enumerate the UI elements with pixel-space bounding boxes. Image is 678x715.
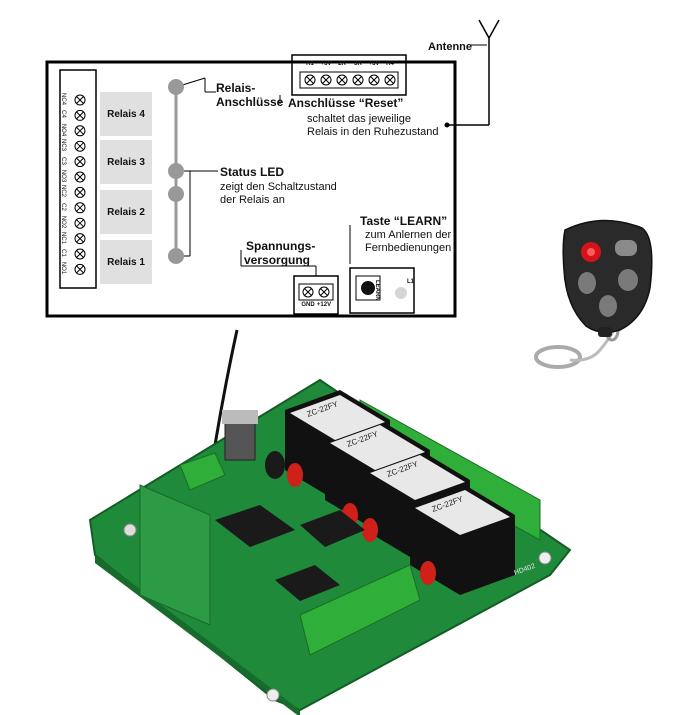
power-label-2: versorgung <box>244 253 311 267</box>
learn-title: Taste “LEARN” <box>360 214 448 228</box>
remote-button-bottom-icon <box>599 295 617 317</box>
relay-4-box: Relais 4 <box>100 92 152 136</box>
reset-desc-line-1: schaltet das jeweilige <box>307 113 411 125</box>
reset-pin-label: +5V <box>368 61 380 67</box>
reset-pin-label: R1 <box>306 61 314 67</box>
status-led-desc-1: zeigt den Schaltzustand <box>220 181 337 193</box>
relay-terminal-label: NO3 <box>60 169 66 183</box>
learn-switch-box <box>349 267 415 314</box>
voltage-regulator <box>224 419 256 461</box>
relay-terminal-label: NC1 <box>60 231 66 244</box>
reset-terminals-title: Anschlüsse “Reset” <box>288 96 404 110</box>
power-connector-box <box>293 275 339 315</box>
ic-chip-1 <box>215 505 295 547</box>
rf-module <box>139 484 211 626</box>
reset-connector-box <box>291 54 407 96</box>
status-leds <box>287 463 436 585</box>
pcb-photo: ZC-22FY ZC-22FY ZC-22FY ZC-22FY HD402 <box>88 329 572 715</box>
relay-terminal-label: NO2 <box>60 216 66 229</box>
schematic-lines <box>45 19 500 318</box>
relay-terminal-label: NO1 <box>60 262 66 275</box>
reset-pin-label: 2R <box>338 61 346 67</box>
relay-terminal-label: NO4 <box>60 123 66 136</box>
relay-terminal-label: C2 <box>60 202 66 211</box>
relay-terminal-label: NC4 <box>60 92 66 105</box>
relay-1-box: Relais 1 <box>100 240 152 284</box>
ic-chip-2 <box>300 510 365 547</box>
relay-terminals-label-2: Anschlüsse <box>216 95 284 109</box>
key-ring <box>534 345 582 369</box>
board-outline <box>45 60 457 318</box>
relay-terminals-label-1: Relais- <box>216 81 256 95</box>
relay-terminal-label: NC2 <box>60 185 66 198</box>
power-pin-label: +12V <box>316 302 332 308</box>
relay-terminal-label: C4 <box>60 110 66 119</box>
power-label-1: Spannungs- <box>246 239 316 253</box>
learn-desc-2: Fernbedienungen <box>365 242 452 254</box>
antenna-label: Antenne <box>428 41 472 53</box>
reset-pin-label: +5V <box>320 61 332 67</box>
status-led-l1 <box>395 287 407 299</box>
remote-button-left-icon <box>578 272 596 294</box>
reset-terminal-blocks <box>299 564 421 656</box>
relay-terminal-strip <box>59 69 97 289</box>
relay-terminal-label: C3 <box>60 156 66 165</box>
reset-desc-line-2: Relais in den Ruhezustand <box>307 126 439 138</box>
status-led-desc-2: der Relais an <box>220 194 285 206</box>
reset-pin-label: 3R <box>354 61 362 67</box>
reset-pin-label: R4 <box>386 61 394 67</box>
relay-3-box: Relais 3 <box>100 140 152 184</box>
remote-control-image <box>534 219 653 369</box>
power-pin-label: GND <box>301 302 315 308</box>
ic-chip-3 <box>275 565 340 601</box>
learn-desc-1: zum Anlernen der <box>365 229 452 241</box>
led-label-l1: L1 <box>407 279 415 285</box>
relays <box>285 390 515 595</box>
learn-button-graphic <box>361 281 375 295</box>
learn-button-label: LEARN <box>374 280 380 301</box>
relay-terminal-screws <box>74 94 86 275</box>
remote-button-right-icon <box>618 269 638 291</box>
remote-grey-button-icon <box>615 240 637 256</box>
status-led-title: Status LED <box>220 165 285 179</box>
relay-terminal-label: NC3 <box>60 139 66 152</box>
relay-terminal-label: C1 <box>60 249 66 257</box>
relay-2-box: Relais 2 <box>100 190 152 234</box>
